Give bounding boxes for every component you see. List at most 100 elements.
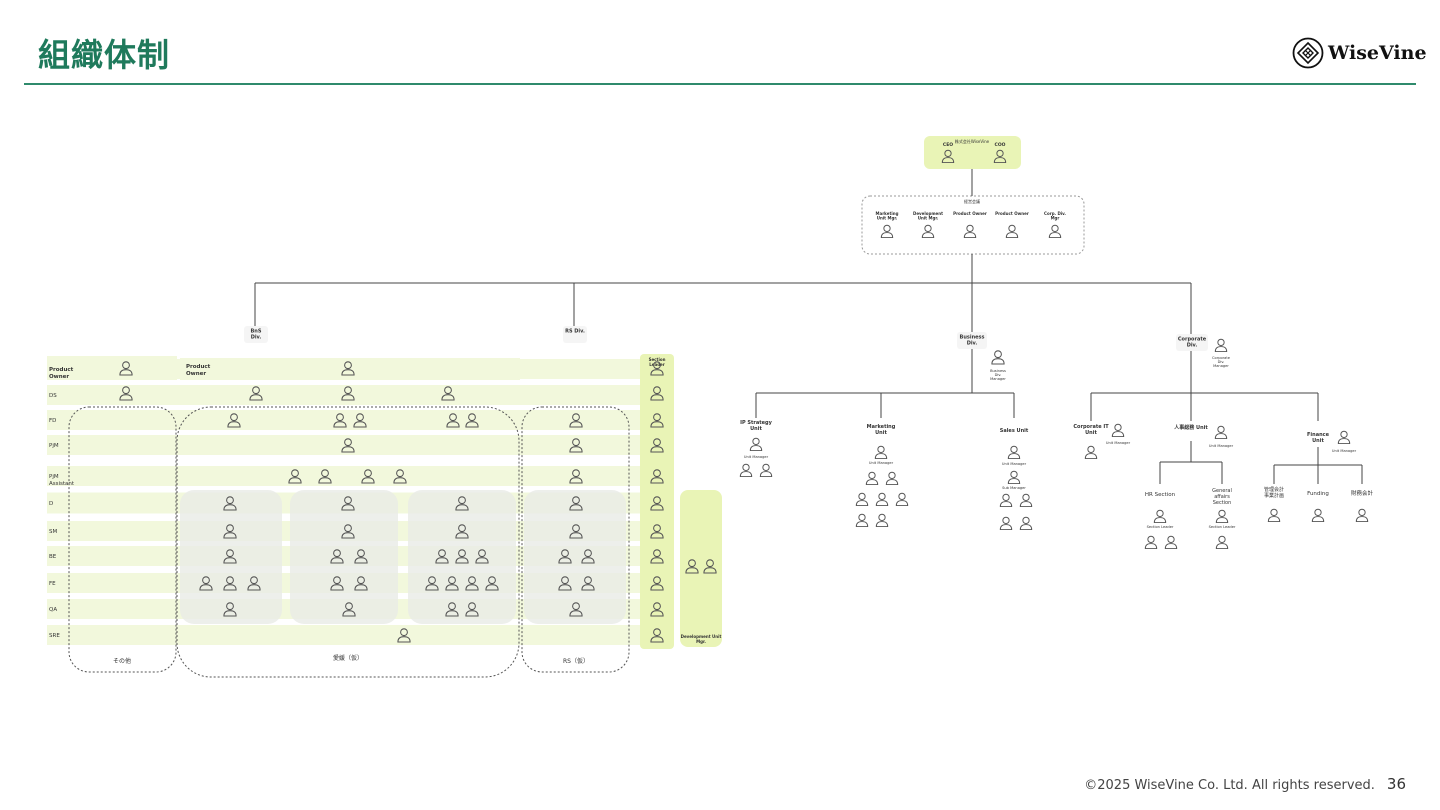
finance-manager-label: Unit Manager (1332, 449, 1357, 453)
person-icon (1215, 509, 1229, 523)
management-label: 経営会議 (964, 198, 980, 204)
row-label: FE (49, 581, 56, 587)
label-line: Product Owner (995, 211, 1029, 216)
row-label: DS (49, 393, 57, 399)
person-icon (1084, 445, 1098, 459)
person-icon (875, 513, 889, 527)
row-label: BE (49, 554, 57, 560)
person-icon (999, 516, 1013, 530)
row-band (47, 435, 673, 455)
person-icon (1337, 430, 1351, 444)
hr-section-label: HR Section (1145, 492, 1176, 498)
label-line: General (1212, 488, 1232, 494)
group-other-outline (68, 406, 177, 673)
rs-division-label: RS Div. (565, 329, 585, 335)
person-icon (855, 513, 869, 527)
title-divider (24, 83, 1416, 85)
label-line: Development Unit (681, 634, 722, 639)
group-other-label: その他 (113, 657, 131, 665)
person-icon (759, 463, 773, 477)
company-logo: WiseVine (1292, 37, 1427, 69)
label-line: Corporate (1212, 356, 1231, 360)
hr-section-leader-label: Section Leader (1147, 525, 1174, 529)
row-label: QA (49, 607, 57, 613)
label-line: Unit Mgr. (877, 216, 898, 221)
finance-sub-2-label: Funding (1307, 491, 1329, 497)
management-box (861, 195, 1085, 255)
management-member-label: Product Owner (995, 211, 1029, 216)
group-rs-label: RS（仮） (563, 657, 589, 665)
label-line: Unit (1312, 438, 1324, 444)
po-band-1 (47, 356, 177, 380)
logo-wordmark: WiseVine (1328, 42, 1427, 64)
hr-unit-label: 人事総務 Unit (1173, 424, 1208, 431)
label-line: Div. (967, 341, 978, 347)
label-line: Corp. Div. (1044, 211, 1066, 216)
label-line: PjM (49, 474, 59, 480)
group-aiko-outline (176, 406, 520, 678)
label-line: Mgr. (696, 639, 706, 644)
coo-label: COO (995, 142, 1006, 148)
label-line: Corporate IT (1073, 424, 1109, 430)
page-title: 組織体制 (38, 36, 171, 74)
label-line: 人事総務 Unit (1173, 424, 1208, 431)
label-line: Leader (649, 362, 665, 367)
row-band (47, 410, 673, 430)
bns-division-box (244, 326, 268, 343)
row-label: FD (49, 418, 56, 424)
page-number: 36 (1386, 775, 1406, 793)
label-line: Business (960, 335, 985, 341)
row-label: SRE (49, 633, 60, 639)
sales-manager-label: Unit Manager (1002, 462, 1027, 466)
person-icon (1007, 470, 1021, 484)
rs-division-box (563, 326, 587, 343)
group-label: 株式会社WiseVine (955, 138, 990, 144)
label-line: Business (990, 369, 1006, 373)
label-line: Marketing (867, 424, 896, 430)
row-label: PjM (49, 443, 59, 449)
person-icon (1007, 445, 1021, 459)
person-icon (885, 471, 899, 485)
team-column (290, 490, 398, 624)
row-band (47, 625, 673, 645)
section-leader-column (640, 354, 674, 649)
label-line: Manager (1213, 364, 1229, 368)
row-band (47, 466, 673, 486)
person-icon (1164, 535, 1178, 549)
management-member-label: Corp. Div.Mgr (1044, 211, 1066, 221)
person-icon (865, 471, 879, 485)
label-line: Corporate (1178, 337, 1207, 343)
business-division-box (957, 332, 987, 349)
label-line: Marketing (876, 211, 899, 216)
label-line: Owner (186, 371, 206, 377)
person-icon (855, 492, 869, 506)
team-column (180, 490, 282, 624)
label-line: Development (913, 211, 943, 216)
group-rs-outline (521, 406, 630, 673)
person-icon (1215, 535, 1229, 549)
label-line: IP Strategy (740, 420, 772, 426)
label-line: Unit (750, 426, 762, 432)
person-icon (739, 463, 753, 477)
label-line: Div. (1187, 343, 1198, 349)
label-line: BnS (251, 329, 262, 335)
copyright-text: ©2025 WiseVine Co. Ltd. All rights reser… (1084, 778, 1375, 793)
wisevine-diamond-icon (1292, 37, 1324, 69)
label-line: Owner (49, 374, 69, 380)
corporate-division-box (1176, 334, 1208, 351)
person-icon (1144, 535, 1158, 549)
label-line: Assistant (49, 481, 75, 487)
